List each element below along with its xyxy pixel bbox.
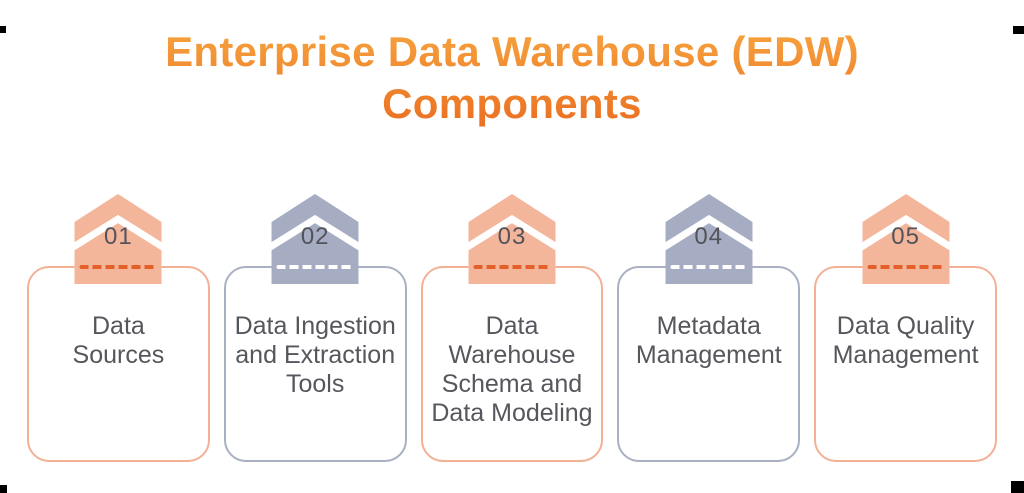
card-body: Data Sources (27, 266, 210, 462)
component-card-2: Data Ingestion and Extraction Tools 02 (223, 194, 407, 462)
chevron-badge: 03 (468, 194, 556, 284)
dashed-divider (670, 265, 748, 269)
components-row: Data Sources 01 Data Ingestion and Extra… (27, 194, 997, 462)
chevron-arrow-icon (468, 194, 556, 284)
card-label: Data Ingestion and Extraction Tools (234, 312, 396, 398)
screen-artifact-bottom-left (0, 485, 7, 493)
component-card-3: Data Warehouse Schema and Data Modeling … (420, 194, 604, 462)
card-body: Data Quality Management (814, 266, 997, 462)
component-card-5: Data Quality Management 05 (814, 194, 997, 462)
card-body: Data Warehouse Schema and Data Modeling (420, 266, 604, 462)
dashed-divider (473, 265, 551, 269)
step-number: 02 (300, 223, 330, 250)
step-number: 04 (694, 223, 724, 250)
chevron-arrow-icon (665, 194, 753, 284)
screen-artifact-bottom-right (1011, 481, 1024, 493)
card-label: Data Warehouse Schema and Data Modeling (431, 312, 593, 427)
step-number: 03 (497, 223, 527, 250)
card-label: Metadata Management (635, 312, 782, 369)
component-card-4: Metadata Management 04 (617, 194, 801, 462)
screen-artifact-top-right (1013, 26, 1024, 34)
chevron-arrow-icon (271, 194, 359, 284)
chevron-badge: 04 (665, 194, 753, 284)
page-title: Enterprise Data Warehouse (EDW) Componen… (0, 26, 1024, 130)
dashed-divider (79, 265, 157, 269)
card-label: Data Sources (72, 312, 165, 369)
chevron-badge: 01 (74, 194, 162, 284)
chevron-badge: 05 (862, 194, 950, 284)
component-card-1: Data Sources 01 (27, 194, 210, 462)
chevron-arrow-icon (74, 194, 162, 284)
dashed-divider (867, 265, 945, 269)
card-body: Metadata Management (617, 266, 801, 462)
dashed-divider (276, 265, 354, 269)
chevron-badge: 02 (271, 194, 359, 284)
card-body: Data Ingestion and Extraction Tools (223, 266, 407, 462)
step-number: 01 (104, 223, 133, 250)
card-label: Data Quality Management (832, 312, 979, 369)
screen-artifact-top-left (0, 26, 6, 33)
step-number: 05 (891, 223, 920, 250)
chevron-arrow-icon (862, 194, 950, 284)
